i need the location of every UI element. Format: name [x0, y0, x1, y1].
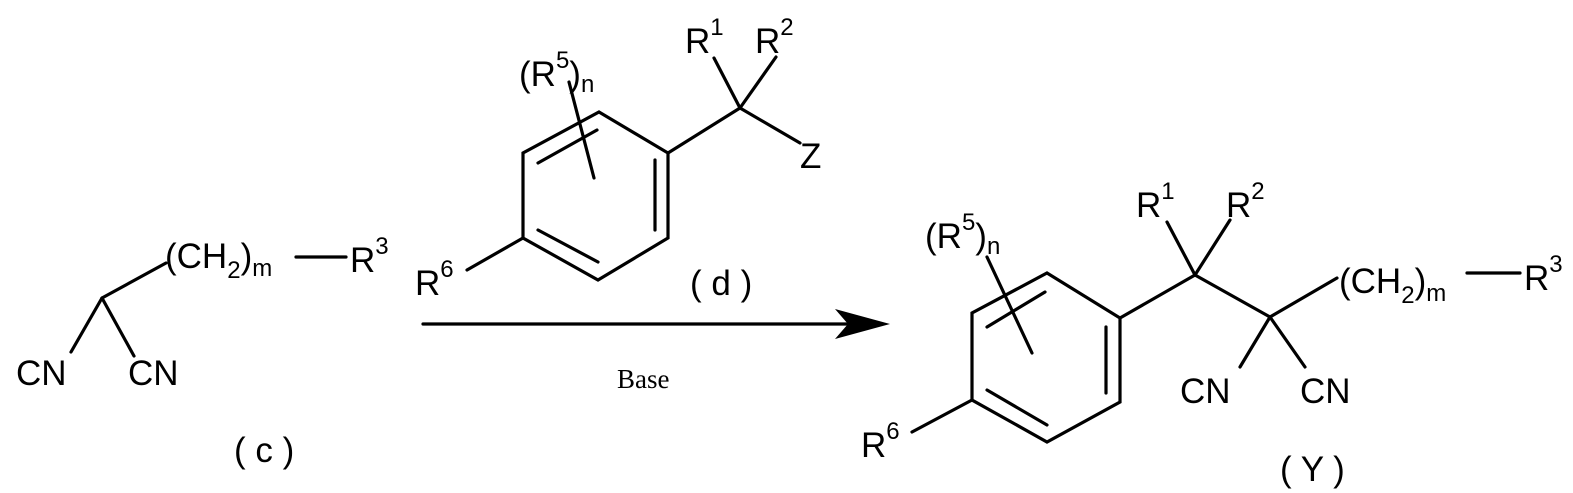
- reaction-arrow: Base: [423, 309, 890, 394]
- bond-r1: [1167, 222, 1195, 275]
- cn-right-label: CN: [128, 354, 179, 393]
- bond-r6: [467, 238, 523, 270]
- benzene-ring: [523, 112, 668, 280]
- cn-right-label: CN: [1300, 372, 1351, 411]
- bond-cn-right: [1270, 317, 1305, 367]
- product-y: (R5)n R1 R2 (CH2)m R3 CN CN R6 ( Y ): [861, 178, 1563, 489]
- r3-label: R3: [350, 233, 389, 280]
- r6-label: R6: [861, 418, 900, 465]
- compound-d-label: ( d ): [690, 264, 752, 303]
- compound-d: (R5)n R1 R2 Z R6 ( d ): [415, 14, 821, 303]
- bond-ring-c1: [1120, 275, 1195, 318]
- bond-c-cn-left: [71, 298, 102, 352]
- bond-r2: [740, 57, 776, 108]
- r3-label: R3: [1524, 251, 1563, 298]
- cn-left-label: CN: [1180, 372, 1231, 411]
- compound-c: CN CN (CH2)m R3 ( c ): [16, 233, 389, 470]
- double-bond: [538, 230, 598, 262]
- benzene-ring: [972, 273, 1120, 442]
- bond-c2-chain: [1270, 278, 1337, 317]
- double-bond: [987, 390, 1047, 425]
- z-label: Z: [800, 137, 821, 176]
- bond-z: [740, 108, 800, 143]
- r1-label: R1: [685, 14, 724, 61]
- r2-label: R2: [755, 14, 794, 61]
- r6-label: R6: [415, 256, 454, 303]
- bond-c-chain: [102, 263, 166, 298]
- bond-c1-c2: [1195, 275, 1270, 317]
- r5n-label: (R5)n: [925, 209, 1000, 260]
- r2-label: R2: [1226, 178, 1265, 225]
- cn-left-label: CN: [16, 354, 67, 393]
- condition-base-label: Base: [617, 364, 670, 394]
- ch2-chain-label: (CH2)m: [1339, 262, 1446, 309]
- r1-label: R1: [1136, 178, 1175, 225]
- bond-ring-c: [668, 108, 740, 153]
- r5n-label: (R5)n: [519, 47, 594, 98]
- bond-cn-left: [1240, 317, 1270, 367]
- ch2-chain-label: (CH2)m: [165, 237, 272, 284]
- bond-c-cn-right: [102, 298, 134, 356]
- bond-r2: [1195, 220, 1230, 275]
- bond-r6: [912, 400, 972, 432]
- bond-r1: [714, 58, 740, 108]
- compound-c-label: ( c ): [234, 431, 294, 470]
- product-y-label: ( Y ): [1280, 450, 1345, 489]
